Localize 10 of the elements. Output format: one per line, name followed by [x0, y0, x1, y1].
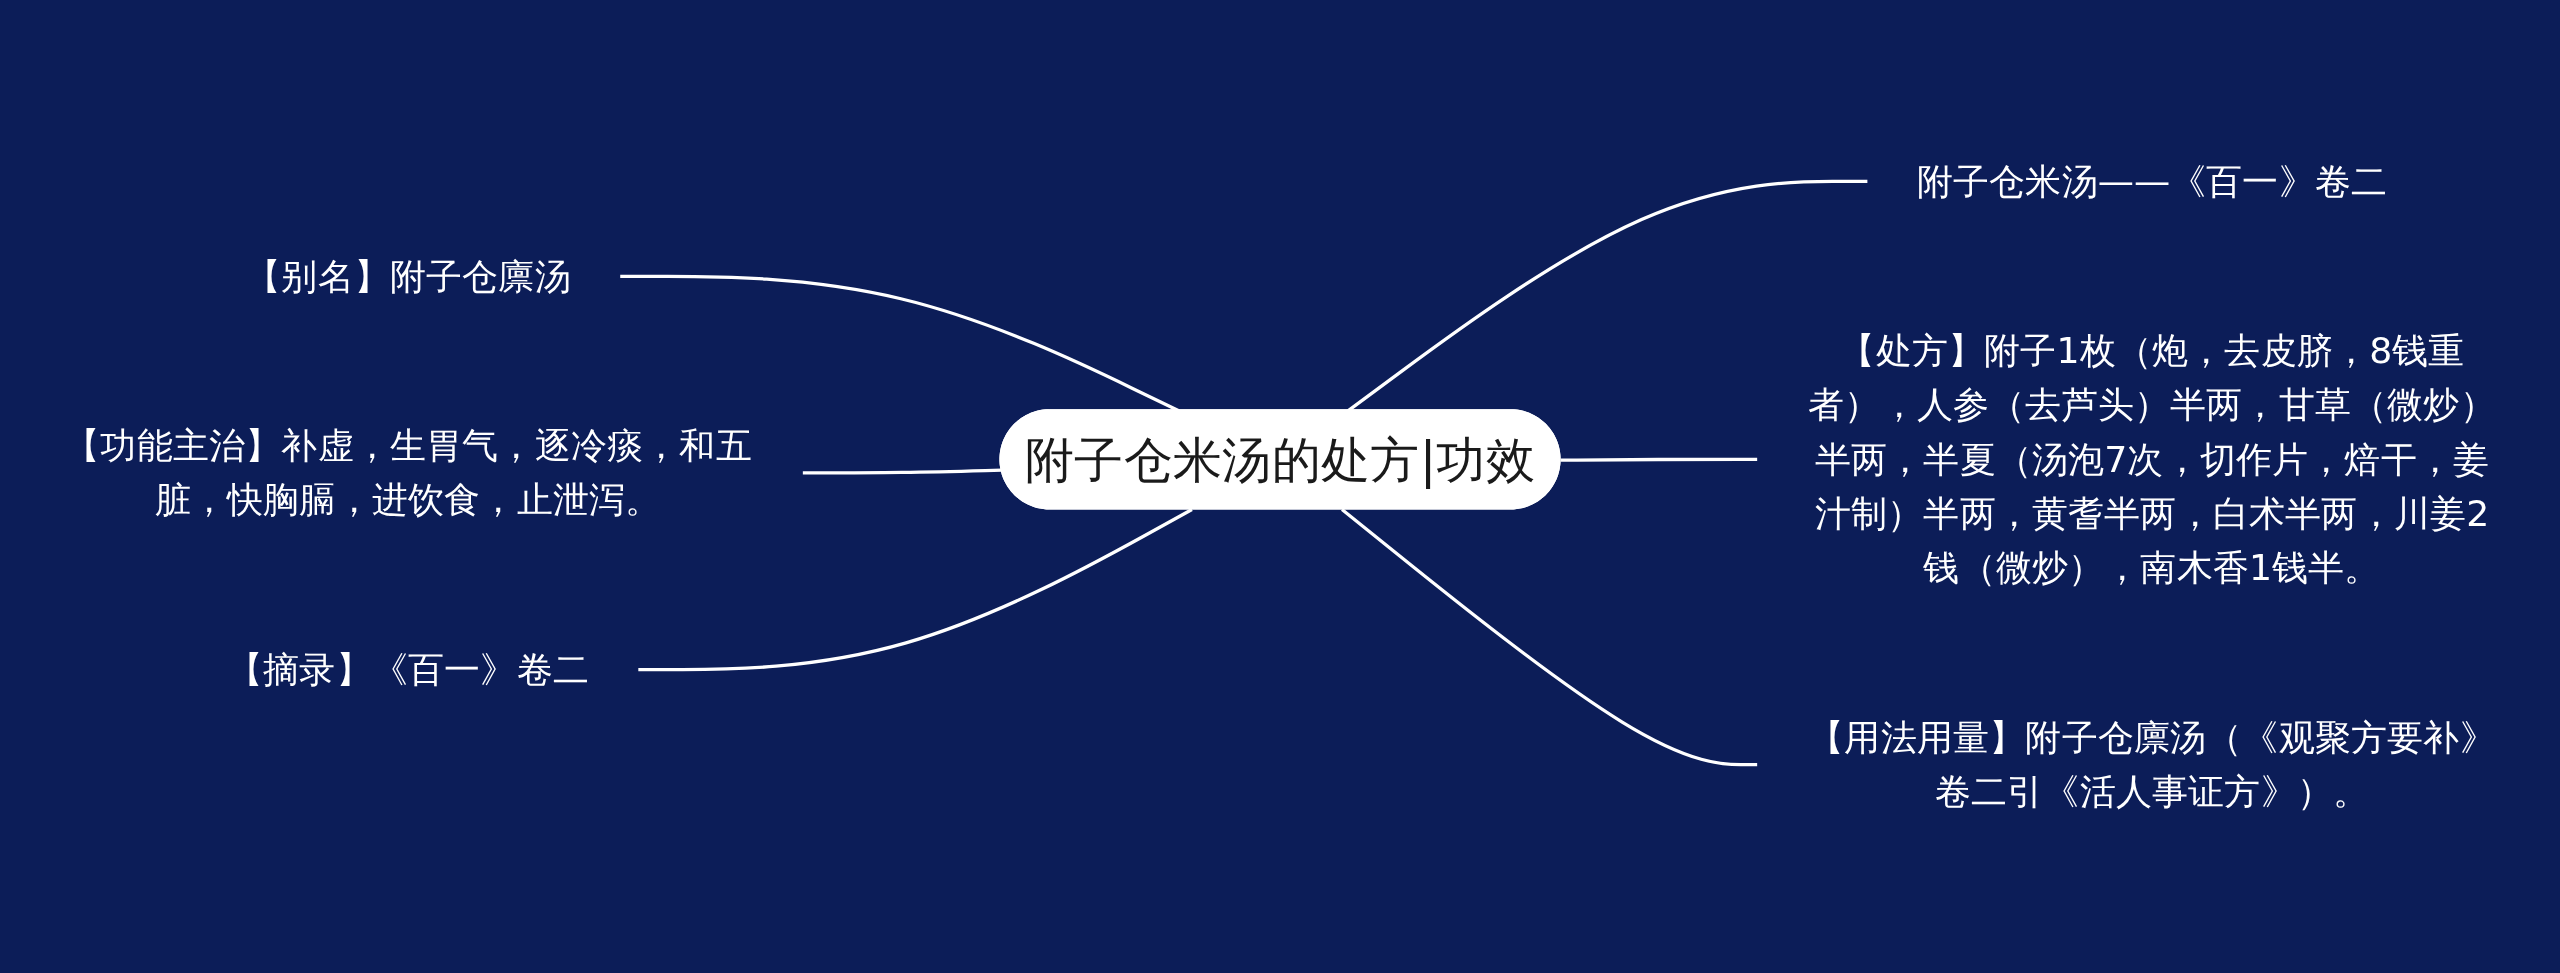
node-text: 【功能主治】补虚，生胃气，逐冷痰，和五脏，快胸膈，进饮食，止泄泻。: [64, 425, 752, 521]
connector: [1560, 457, 1758, 462]
node-text: 附子仓米汤——《百一》卷二: [1916, 160, 2388, 202]
node-text: 【摘录】《百一》卷二: [227, 648, 589, 691]
connector: [638, 508, 1193, 672]
node-text: 【处方】附子1枚（炮，去皮脐，8钱重者），人参（去芦头）半两，甘草（微炒）半两，半夏（汤泡7次，切作片，焙干，姜汁制）半两，黄耆半两，白术半两，川姜2钱（微炒），南木香1钱半。: [1808, 330, 2496, 589]
connector: [1341, 508, 1758, 767]
node-text: 【用法用量】附子仓廪汤（《观聚方要补》卷二引《活人事证方》）。: [1808, 716, 2496, 813]
connector: [802, 468, 1003, 475]
node-text: 【别名】附子仓廪汤: [245, 255, 571, 297]
